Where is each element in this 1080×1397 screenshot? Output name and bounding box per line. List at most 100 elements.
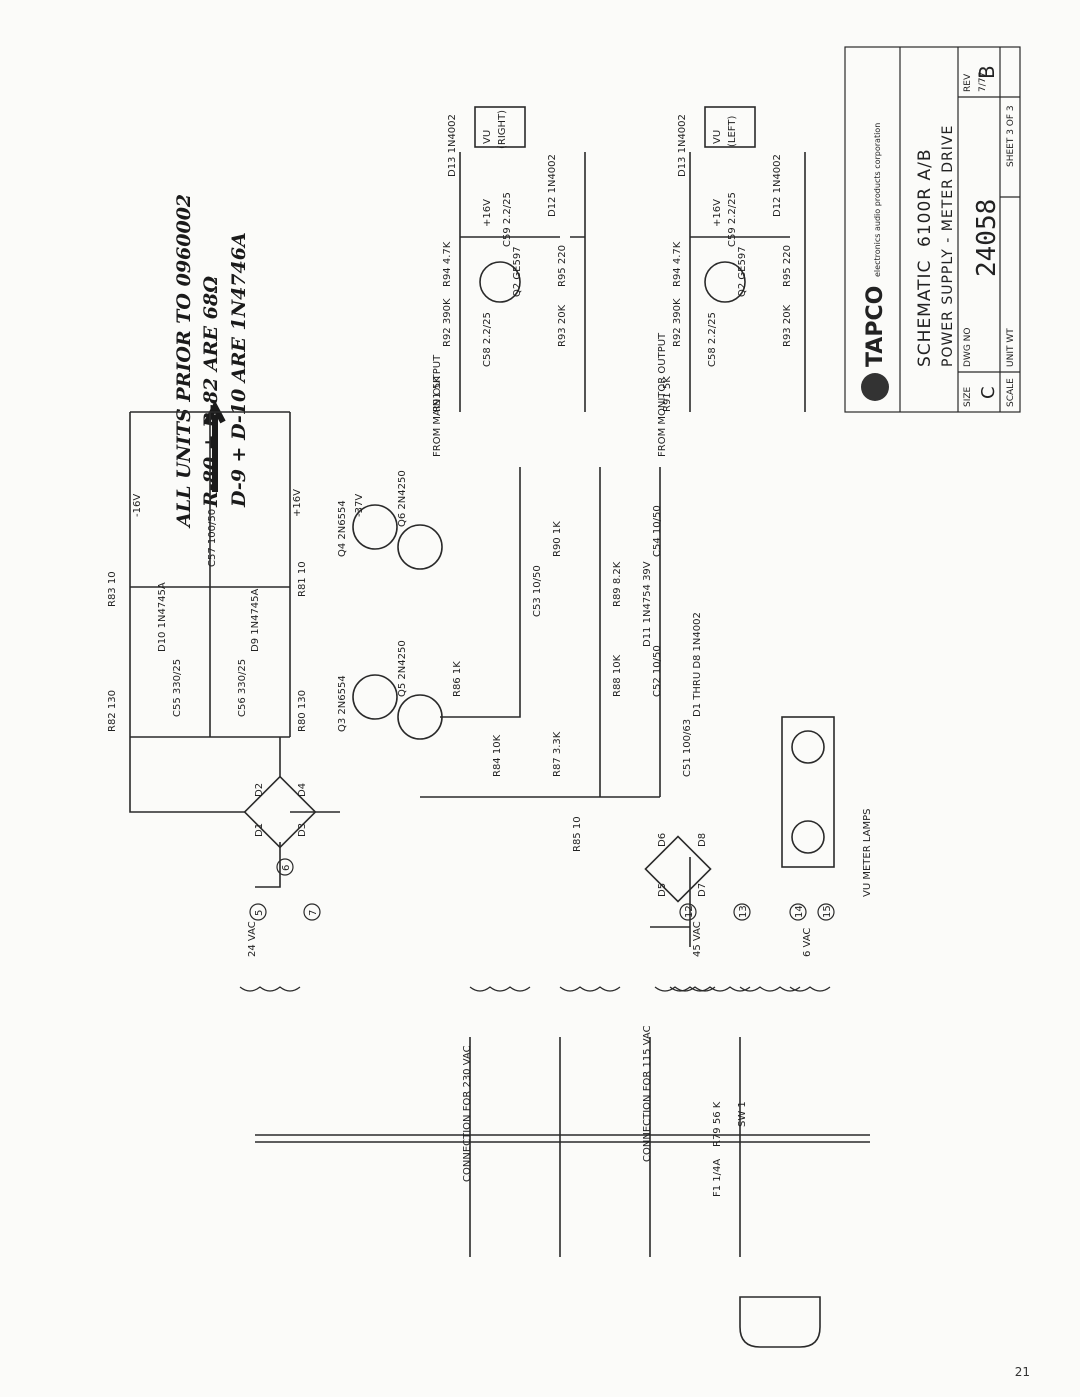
d9-label: D9 1N4745A	[250, 588, 261, 652]
svg-text:13: 13	[738, 905, 749, 918]
svg-text:D1: D1	[254, 823, 265, 837]
r86-label: R86 1K	[452, 661, 463, 697]
schematic-title: SCHEMATIC	[915, 260, 935, 367]
sec-45vac: 45 VAC	[692, 921, 703, 957]
svg-text:5: 5	[254, 910, 265, 916]
r94-r-label: R94 4.7K	[442, 241, 453, 287]
sheet-label: SHEET 3 OF 3	[1006, 105, 1016, 167]
conn-230-label: CONNECTION FOR 230 VAC	[462, 1045, 473, 1182]
vu-left-label: VU	[712, 130, 723, 144]
svg-text:D4: D4	[297, 783, 308, 797]
d12-r-label: D12 1N4002	[547, 154, 558, 217]
svg-text:D7: D7	[697, 883, 708, 897]
svg-text:7: 7	[308, 910, 319, 916]
r88-label: R88 10K	[612, 654, 623, 697]
svg-text:12: 12	[684, 905, 695, 918]
rail-m37: -37V	[354, 494, 365, 517]
size-label: SIZE	[963, 386, 973, 407]
rev-date: 7/77	[978, 72, 988, 92]
svg-text:D3: D3	[297, 823, 308, 837]
revision-notes: ALL UNITS PRIOR TO 0960002 R-80 + R-82 A…	[173, 194, 250, 529]
r87-label: R87 3.3K	[552, 731, 563, 777]
r95-r-label: R95 220	[557, 245, 568, 287]
r95-l-label: R95 220	[782, 245, 793, 287]
c53-label: C53 10/50	[532, 565, 543, 617]
r91-r-label: R91 5K	[432, 376, 443, 412]
q6-label: Q6 2N4250	[397, 470, 408, 527]
q2-l-label: Q2 GE597	[737, 246, 748, 297]
scale-label: SCALE	[1006, 378, 1016, 407]
q3-label: Q3 2N6554	[337, 675, 348, 732]
c55-label: C55 330/25	[172, 659, 183, 717]
sec-6vac: 6 VAC	[802, 928, 813, 957]
d13-l-label: D13 1N4002	[677, 114, 688, 177]
vu-lamps-label: VU METER LAMPS	[862, 809, 873, 898]
r89-label: R89 8.2K	[612, 561, 623, 607]
c59-r-label: C59 2.2/25	[502, 192, 513, 247]
r84-label: R84 10K	[492, 734, 503, 777]
bridge-d1-d4: D1 D2 D3 D4	[129, 412, 340, 888]
c54-label: C54 10/50	[652, 505, 663, 557]
size-value: C	[978, 386, 999, 399]
dwg-label: DWG NO	[963, 328, 973, 367]
terminals: 5 6 7 12 13 14 15	[249, 858, 835, 921]
vu-right-label: VU	[482, 130, 493, 144]
rail-p16-b: +16V	[482, 199, 493, 227]
d12-l-label: D12 1N4002	[772, 154, 783, 217]
from-monitor-label: FROM MONITOR OUTPUT	[657, 332, 668, 457]
m37-regulator: Q3 2N6554 Q5 2N4250 Q4 2N6554 Q6 2N4250 …	[337, 467, 703, 798]
c58-l-label: C58 2.2/25	[707, 312, 718, 367]
f1-label: F1 1/4A	[712, 1159, 723, 1197]
unit-wt-label: UNIT WT	[1006, 328, 1016, 367]
r93-l-label: R93 20K	[782, 304, 793, 347]
svg-text:(RIGHT): (RIGHT)	[497, 110, 508, 149]
svg-text:15: 15	[822, 905, 833, 918]
r91-l-label: R91 5K	[662, 376, 673, 412]
page-number: 21	[1014, 1365, 1030, 1379]
tapco-logo-icon	[861, 373, 889, 401]
c52-label: C52 10/50	[652, 645, 663, 697]
from-main-label: FROM MAIN OUTPUT	[432, 354, 443, 457]
rev-label: REV	[963, 73, 973, 92]
c51-label: C51 100/63	[682, 719, 693, 777]
svg-text:(LEFT): (LEFT)	[727, 116, 738, 147]
brand-tagline: electronics audio products corporation	[873, 123, 882, 277]
q2-r-label: Q2 GE597	[512, 246, 523, 297]
r85-label: R85 10	[572, 816, 583, 852]
d11-label: D11 1N4754 39V	[642, 561, 653, 647]
diode-note: D1 THRU D8 1N4002	[692, 612, 703, 717]
note-line-1: ALL UNITS PRIOR TO 0960002	[173, 194, 195, 529]
schematic-subtitle: POWER SUPPLY - METER DRIVE	[940, 125, 956, 367]
title-block: TAPCO electronics audio products corpora…	[844, 46, 1021, 413]
r82-label: R82 130	[107, 690, 118, 732]
dwg-number: 24058	[972, 199, 1002, 277]
r83-label: R83 10	[107, 571, 118, 607]
c57-label: C57 100/50	[207, 509, 218, 567]
r81-label: R81 10	[297, 561, 308, 597]
sw1-label: SW 1	[737, 1101, 748, 1127]
d13-r-label: D13 1N4002	[447, 114, 458, 177]
r79-label: R79 56 K	[712, 1101, 723, 1147]
r93-r-label: R93 20K	[557, 304, 568, 347]
rail-m16: -16V	[132, 494, 143, 517]
c59-l-label: C59 2.2/25	[727, 192, 738, 247]
c58-r-label: C58 2.2/25	[482, 312, 493, 367]
r92-r-label: R92 390K	[442, 298, 453, 347]
svg-text:D6: D6	[657, 833, 668, 847]
meter-drive-left: +16V VU (LEFT) R91 5K R92 390K R93 20K R…	[657, 106, 806, 457]
model-number: 6100R A/B	[915, 149, 935, 248]
svg-text:6: 6	[281, 865, 292, 871]
transformer: 24 VAC 45 VAC 6 VAC	[239, 921, 870, 1143]
svg-text:D2: D2	[254, 783, 265, 797]
r80-label: R80 130	[297, 690, 308, 732]
brand-name: TAPCO	[863, 286, 888, 367]
note-line-2: R-80 + R-82 ARE 68Ω	[200, 276, 222, 508]
rev-value: B	[975, 65, 999, 79]
svg-text:D8: D8	[697, 833, 708, 847]
note-line-3: D-9 + D-10 ARE 1N4746A	[228, 232, 250, 508]
q5-label: Q5 2N4250	[397, 640, 408, 697]
conn-115-label: CONNECTION FOR 115 VAC	[642, 1025, 653, 1162]
q4-label: Q4 2N6554	[337, 500, 348, 557]
